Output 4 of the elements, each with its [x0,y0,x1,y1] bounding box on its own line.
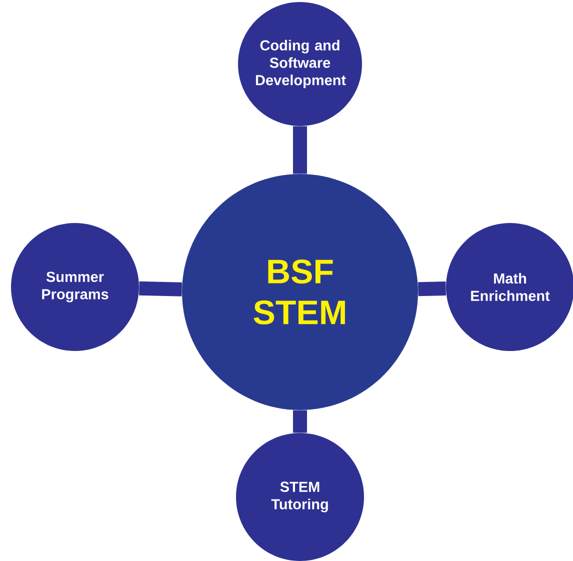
connector-line [139,281,182,296]
connector-line [293,126,307,174]
connector-line [293,410,307,433]
connector-line [418,282,446,296]
